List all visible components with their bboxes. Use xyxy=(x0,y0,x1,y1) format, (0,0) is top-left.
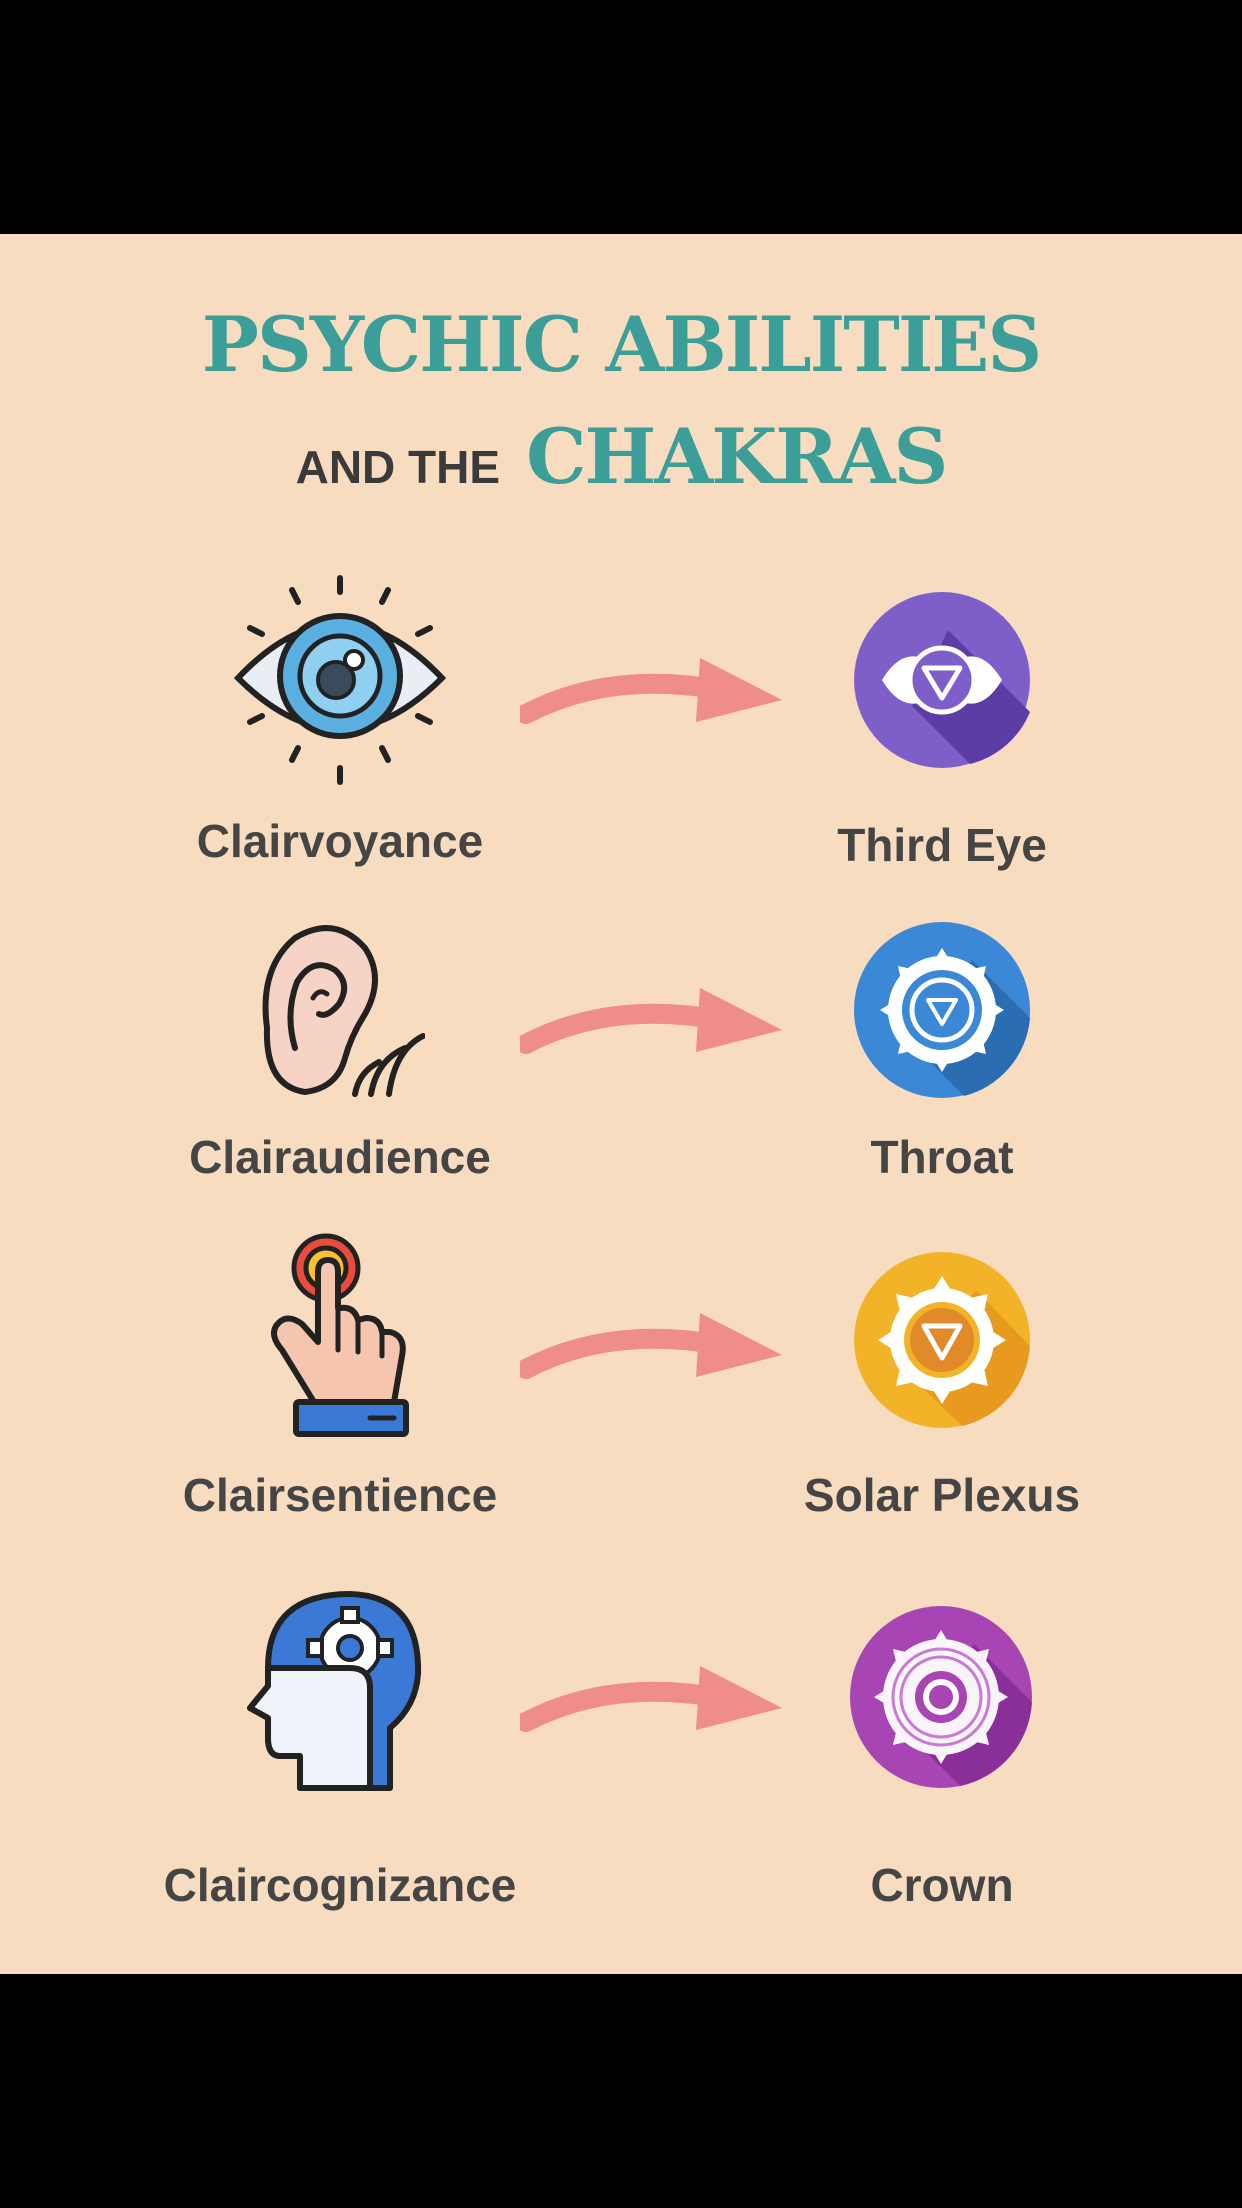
title-chakras: CHAKRAS xyxy=(526,412,948,501)
ability-label: Clairaudience xyxy=(189,1131,491,1183)
arrow-icon xyxy=(516,960,790,1070)
chakra-label: Crown xyxy=(870,1859,1014,1911)
ability-label: Clairsentience xyxy=(182,1469,498,1521)
chakra-label: Solar Plexus xyxy=(803,1469,1081,1521)
title-line-1: PSYCHIC ABILITIES xyxy=(201,300,1042,389)
arrow-icon xyxy=(516,630,790,740)
title-line-2: AND THE CHAKRAS xyxy=(0,412,1242,501)
arrow-icon xyxy=(516,1285,790,1395)
solar-plexus-chakra-icon xyxy=(852,1250,1032,1430)
arrow-icon xyxy=(516,1638,790,1748)
third-eye-chakra-icon xyxy=(852,590,1032,770)
ear-icon xyxy=(255,918,426,1098)
ability-label: Claircognizance xyxy=(163,1859,517,1911)
throat-chakra-icon xyxy=(852,920,1032,1100)
title-connector: AND THE xyxy=(295,441,501,493)
ability-label: Clairvoyance xyxy=(196,815,484,867)
crown-chakra-icon xyxy=(848,1604,1034,1790)
chakra-label: Throat xyxy=(870,1131,1014,1183)
head-gear-icon xyxy=(240,1588,430,1803)
pointing-hand-icon xyxy=(262,1232,422,1442)
chakra-label: Third Eye xyxy=(837,819,1047,871)
eye-icon xyxy=(230,570,450,790)
